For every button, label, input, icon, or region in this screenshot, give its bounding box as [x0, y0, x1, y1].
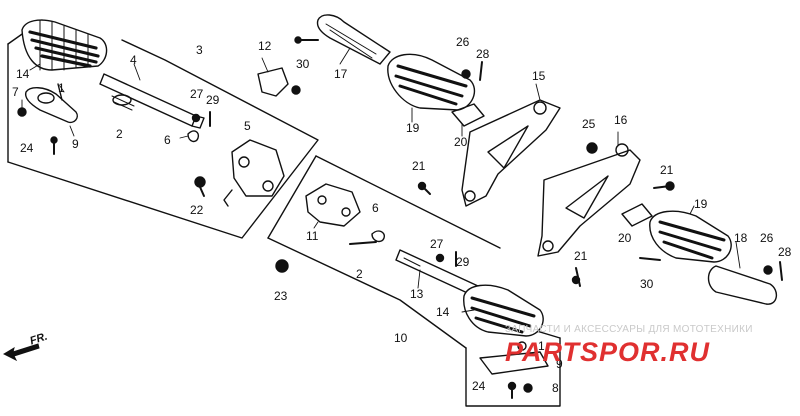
fasteners-right [435, 251, 457, 267]
callout-20: 20 [618, 231, 632, 245]
callout-21: 21 [660, 163, 674, 177]
callout-24: 24 [20, 141, 34, 155]
callout-27: 27 [190, 87, 204, 101]
callout-6: 6 [164, 133, 171, 147]
callout-8: 8 [552, 381, 559, 395]
callout-19: 19 [694, 197, 708, 211]
nut-25 [586, 142, 598, 154]
step-rubber-right [463, 284, 544, 337]
right-step-assembly-frame [267, 155, 561, 407]
callout-18: 18 [734, 231, 748, 245]
bolt-22 [194, 176, 206, 197]
bolt-21-right [653, 181, 675, 191]
pin-2-right [349, 241, 377, 245]
callout-1: 1 [538, 339, 545, 353]
callout-28: 28 [778, 245, 792, 259]
pillion-stay-lower [537, 143, 641, 257]
callout-21: 21 [412, 159, 426, 173]
callout-1: 1 [58, 81, 65, 95]
callout-12: 12 [258, 39, 272, 53]
callout-15: 15 [532, 69, 546, 83]
step-holder-right [479, 341, 549, 375]
washer-plate-lower [621, 203, 653, 227]
bracket-12 [257, 36, 319, 97]
callout-6: 6 [372, 201, 379, 215]
callout-29: 29 [456, 255, 470, 269]
step-bracket-right [305, 183, 361, 227]
step-bracket-left [223, 139, 285, 207]
callout-4: 4 [130, 53, 137, 67]
watermark-brand: PARTSPOR [505, 337, 661, 367]
nut-23 [275, 259, 289, 273]
pillion-rubber-upper [387, 53, 476, 111]
callout-30: 30 [296, 57, 310, 71]
callout-21: 21 [574, 249, 588, 263]
watermark-tld: .RU [660, 337, 711, 367]
callout-23: 23 [274, 289, 288, 303]
pillion-step-bar-lower [707, 265, 777, 305]
callout-27: 27 [430, 237, 444, 251]
callout-19: 19 [406, 121, 420, 135]
callout-26: 26 [456, 35, 470, 49]
callout-29: 29 [206, 93, 220, 107]
spring-6-right [371, 230, 385, 243]
callout-2: 2 [356, 267, 363, 281]
callout-30: 30 [640, 277, 654, 291]
callout-13: 13 [410, 287, 424, 301]
callout-22: 22 [190, 203, 204, 217]
callout-9: 9 [72, 137, 79, 151]
pillion-stay-upper [461, 99, 561, 207]
washer-plate-upper [451, 103, 485, 127]
callout-24: 24 [472, 379, 486, 393]
pillion-step-bar [316, 14, 391, 65]
watermark-logo: PARTSPOR.RU [505, 337, 710, 368]
callout-20: 20 [454, 135, 468, 149]
callout-11: 11 [306, 229, 319, 243]
pillion-rubber-lower [649, 210, 732, 263]
callout-16: 16 [614, 113, 628, 127]
fasteners-lower-right [571, 257, 783, 287]
callout-9: 9 [556, 357, 563, 371]
callout-17: 17 [334, 67, 348, 81]
step-shaft [99, 73, 205, 129]
step-holder-left [17, 83, 78, 155]
callout-10: 10 [394, 331, 408, 345]
fasteners-top-right [461, 61, 483, 81]
callout-26: 26 [760, 231, 774, 245]
bolt-21-upper [417, 181, 431, 195]
callout-3: 3 [196, 43, 203, 57]
callout-25: 25 [582, 117, 596, 131]
callout-14: 14 [16, 67, 30, 81]
front-arrow-icon [2, 343, 40, 362]
callout-14: 14 [436, 305, 450, 319]
callout-7: 7 [12, 85, 19, 99]
callout-2: 2 [116, 127, 123, 141]
fasteners-left [187, 111, 211, 143]
leader-lines [21, 47, 741, 313]
callout-5: 5 [244, 119, 251, 133]
fasteners-bottom [507, 381, 533, 399]
watermark-caption: ЗАПЧАСТИ И АКСЕССУАРЫ ДЛЯ МОТОТЕХНИКИ [505, 324, 753, 335]
step-rubber-left [21, 19, 108, 71]
callout-28: 28 [476, 47, 490, 61]
